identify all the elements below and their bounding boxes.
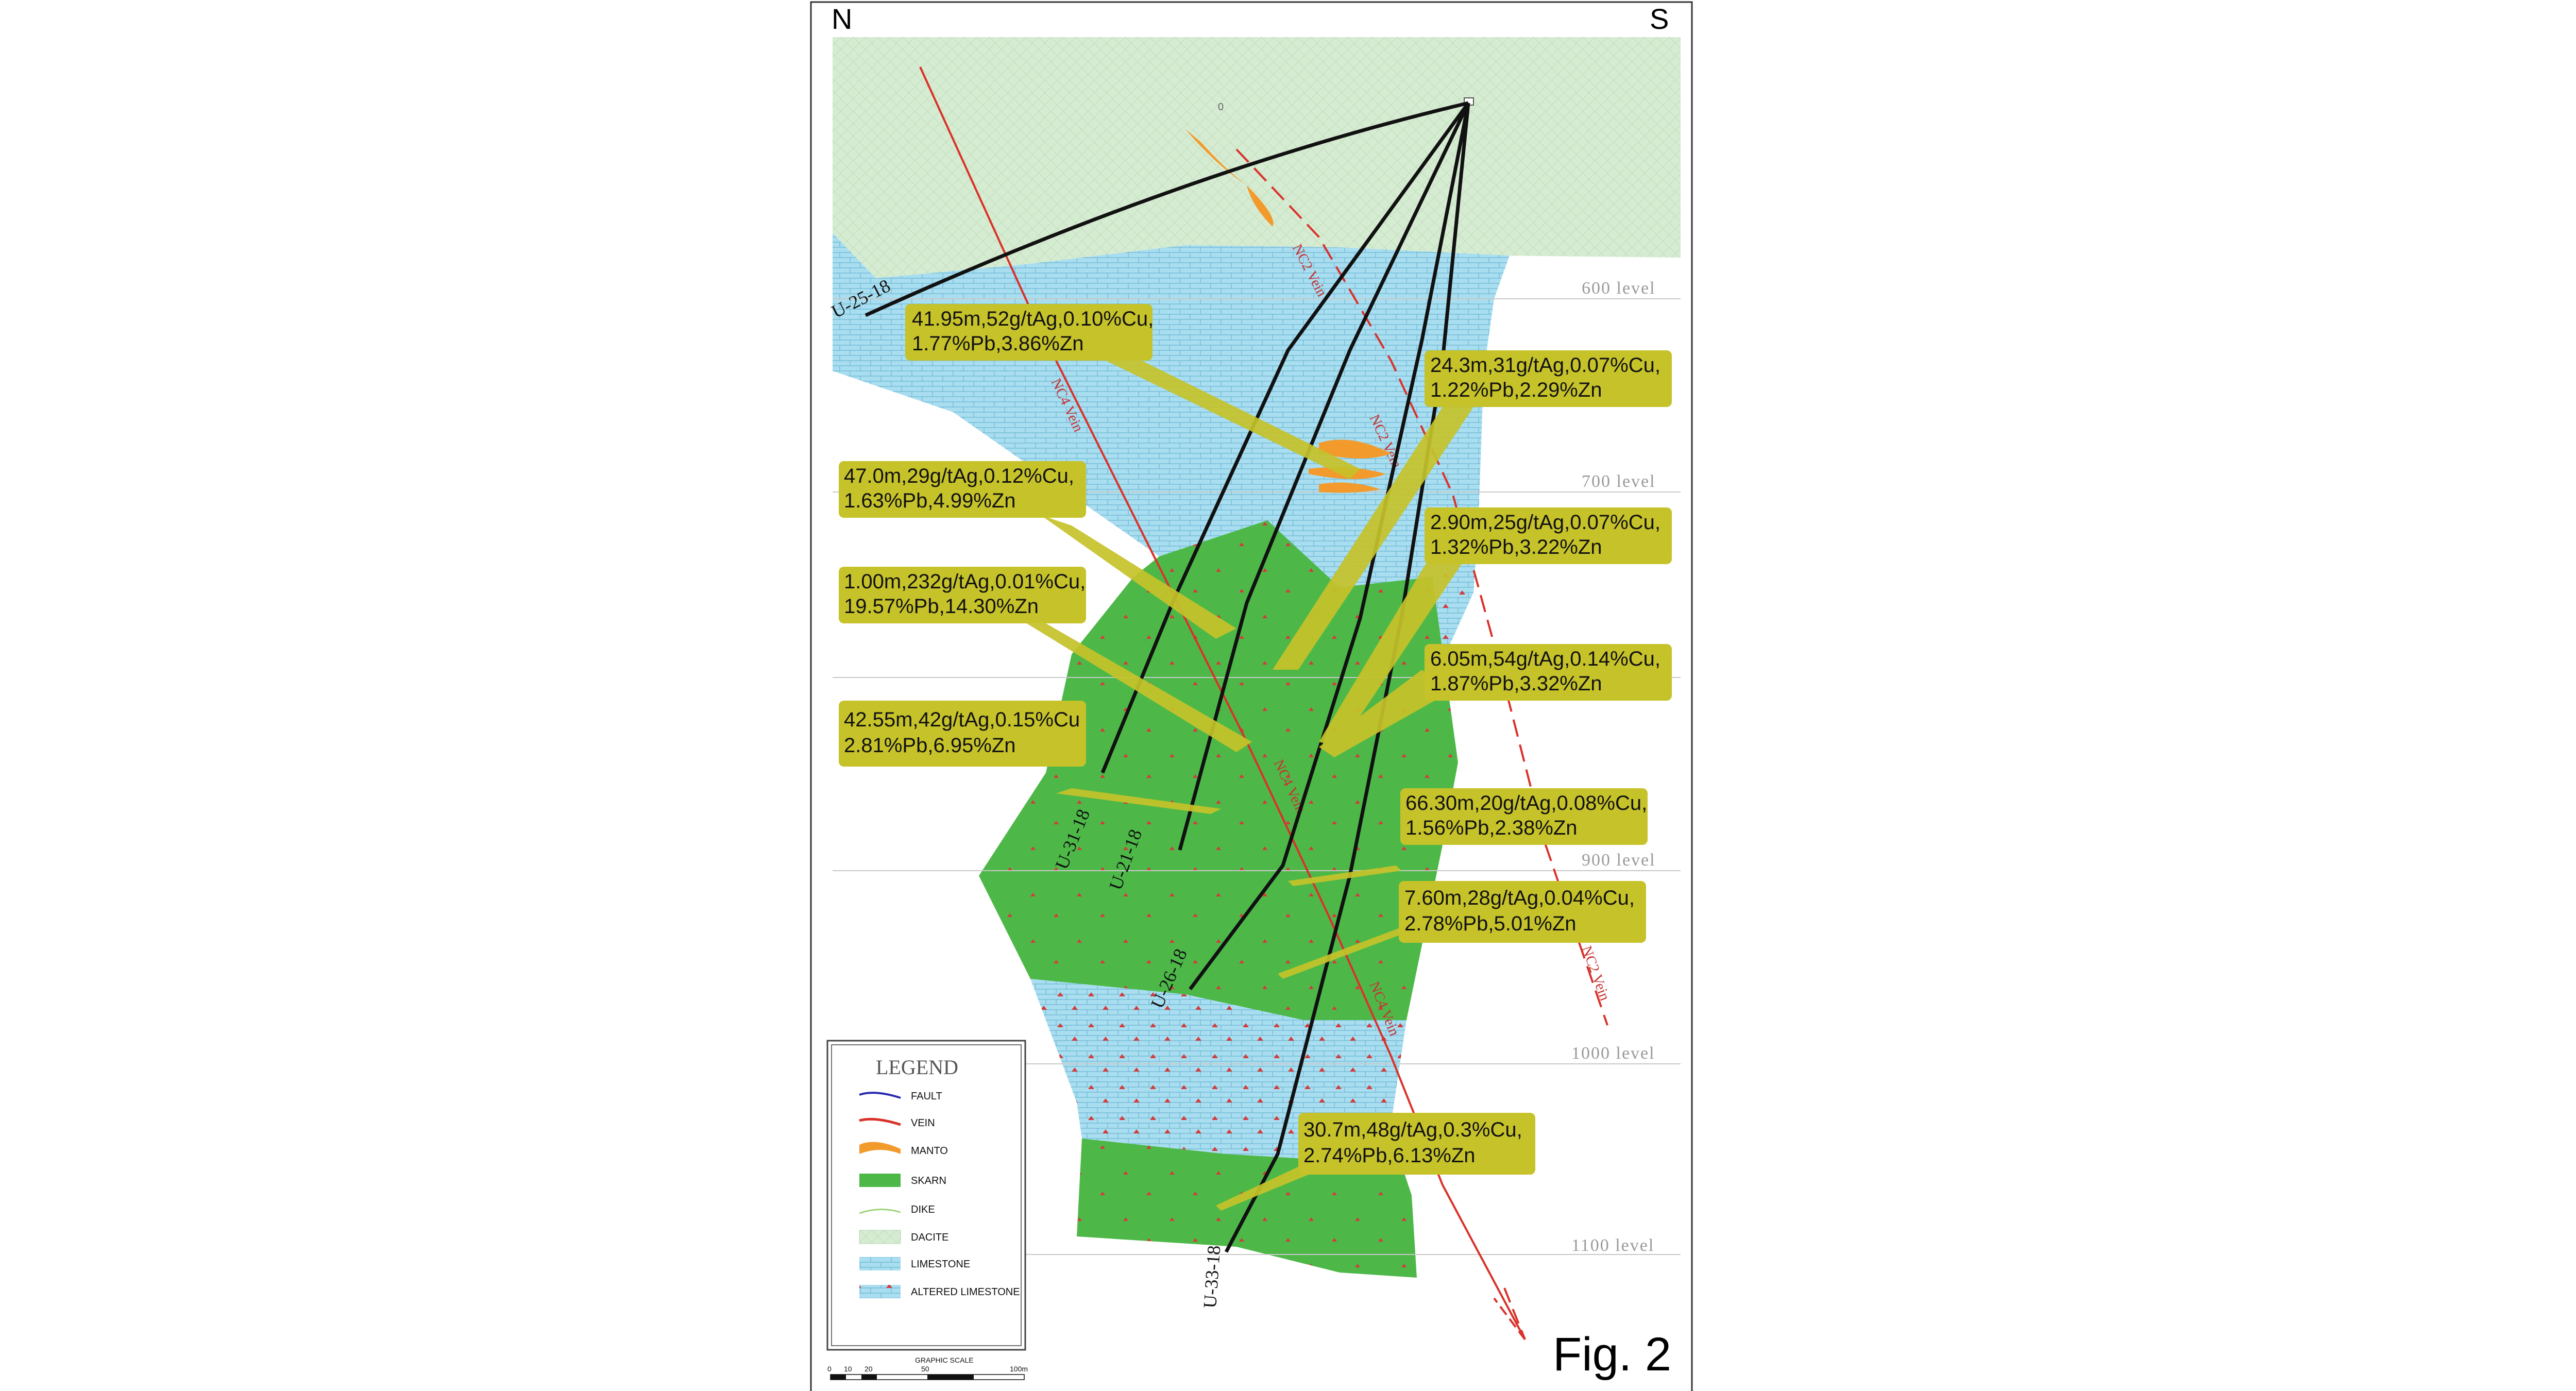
legend-manto-label: MANTO [911,1145,948,1157]
drill-hole-u25 [865,101,1469,317]
svg-text:19.57%Pb,14.30%Zn: 19.57%Pb,14.30%Zn [844,595,1039,618]
dacite-unit [833,37,1681,278]
svg-text:1.56%Pb,2.38%Zn: 1.56%Pb,2.38%Zn [1405,817,1578,839]
legend-limestone-label: LIMESTONE [911,1259,970,1270]
intercept-callout-10: 30.7m,48g/tAg,0.3%Cu, 2.74%Pb,6.13%Zn [1298,1113,1535,1175]
intercept-callout-5: 1.00m,232g/tAg,0.01%Cu, 19.57%Pb,14.30%Z… [839,567,1086,623]
intercept-callout-9: 7.60m,28g/tAg,0.04%Cu, 2.78%Pb,5.01%Zn [1399,881,1646,943]
svg-text:1.22%Pb,2.29%Zn: 1.22%Pb,2.29%Zn [1430,379,1602,401]
svg-text:7.60m,28g/tAg,0.04%Cu,: 7.60m,28g/tAg,0.04%Cu, [1404,887,1635,909]
legend-fault-label: FAULT [911,1091,942,1102]
legend-vein-label: VEIN [911,1117,935,1129]
svg-text:2.78%Pb,5.01%Zn: 2.78%Pb,5.01%Zn [1404,912,1577,935]
svg-text:GRAPHIC SCALE: GRAPHIC SCALE [915,1356,974,1364]
north-label: N [832,3,852,35]
svg-text:41.95m,52g/tAg,0.10%Cu,: 41.95m,52g/tAg,0.10%Cu, [912,308,1154,330]
figure-label: Fig. 2 [1553,1328,1671,1381]
legend-skarn-label: SKARN [911,1175,946,1186]
intercept-callout-8: 66.30m,20g/tAg,0.08%Cu, 1.56%Pb,2.38%Zn [1400,788,1648,845]
legend-dacite-label: DACITE [911,1232,948,1243]
intercept-callout-6: 6.05m,54g/tAg,0.14%Cu, 1.87%Pb,3.32%Zn [1425,644,1672,701]
callout-leaders [1010,357,1473,1211]
legend-dike-label: DIKE [911,1204,935,1215]
intercept-callout-7: 42.55m,42g/tAg,0.15%Cu 2.81%Pb,6.95%Zn [839,701,1086,767]
legend-fault-symbol [859,1092,901,1099]
svg-text:1.32%Pb,3.22%Zn: 1.32%Pb,3.22%Zn [1430,536,1602,558]
intercept-callout-4: 2.90m,25g/tAg,0.07%Cu, 1.32%Pb,3.22%Zn [1425,507,1672,564]
svg-text:20: 20 [865,1365,873,1373]
svg-text:10: 10 [844,1365,852,1373]
drill-hole-u33 [1224,103,1470,1253]
level-label-1000: 1000 level [1571,1044,1655,1063]
level-label-900: 900 level [1582,851,1656,870]
legend-altered-limestone-label: ALTERED LIMESTONE [911,1286,1020,1298]
svg-text:50: 50 [921,1365,929,1373]
drill-hole-u26 [1189,103,1470,991]
svg-text:6.05m,54g/tAg,0.14%Cu,: 6.05m,54g/tAg,0.14%Cu, [1430,648,1660,670]
svg-text:47.0m,29g/tAg,0.12%Cu,: 47.0m,29g/tAg,0.12%Cu, [844,465,1074,487]
legend-limestone-symbol [859,1257,901,1270]
svg-text:30.7m,48g/tAg,0.3%Cu,: 30.7m,48g/tAg,0.3%Cu, [1303,1118,1522,1141]
svg-text:0: 0 [827,1365,832,1373]
svg-text:100m: 100m [1010,1365,1028,1373]
svg-text:2.74%Pb,6.13%Zn: 2.74%Pb,6.13%Zn [1303,1144,1476,1167]
south-label: S [1650,3,1669,35]
legend-title: LEGEND [876,1056,958,1079]
skarn-unit-main [979,520,1458,1020]
legend-vein-symbol [859,1117,901,1126]
svg-text:24.3m,31g/tAg,0.07%Cu,: 24.3m,31g/tAg,0.07%Cu, [1430,354,1660,377]
legend-dacite-symbol [859,1230,901,1244]
svg-text:1.87%Pb,3.32%Zn: 1.87%Pb,3.32%Zn [1430,672,1602,695]
svg-text:2.90m,25g/tAg,0.07%Cu,: 2.90m,25g/tAg,0.07%Cu, [1430,511,1660,534]
level-label-600: 600 level [1582,279,1656,298]
drill-label-u33: U-33-18 [1199,1245,1224,1309]
legend-skarn-symbol [859,1174,901,1187]
drill-holes [865,101,1470,1253]
graphic-scale: GRAPHIC SCALE 0 10 20 50 100m [827,1356,1028,1380]
svg-text:1.00m,232g/tAg,0.01%Cu,: 1.00m,232g/tAg,0.01%Cu, [844,570,1086,593]
legend-dike-symbol [859,1209,901,1214]
legend-manto-symbol [859,1142,901,1154]
top-marker: 0 [1218,101,1224,113]
svg-text:1.63%Pb,4.99%Zn: 1.63%Pb,4.99%Zn [844,489,1016,512]
intercept-callout-2: 24.3m,31g/tAg,0.07%Cu, 1.22%Pb,2.29%Zn [1425,350,1672,407]
intercept-callout-3: 47.0m,29g/tAg,0.12%Cu, 1.63%Pb,4.99%Zn [839,461,1086,518]
svg-text:1.77%Pb,3.86%Zn: 1.77%Pb,3.86%Zn [912,332,1084,355]
legend: LEGEND FAULT VEIN MANTO SKARN DIKE DACIT… [826,1040,1026,1351]
intercept-callout-1: 41.95m,52g/tAg,0.10%Cu, 1.77%Pb,3.86%Zn [905,304,1154,361]
svg-text:2.81%Pb,6.95%Zn: 2.81%Pb,6.95%Zn [844,734,1016,757]
manto-bodies [1185,129,1391,493]
svg-text:66.30m,20g/tAg,0.08%Cu,: 66.30m,20g/tAg,0.08%Cu, [1405,792,1647,815]
level-label-1100: 1100 level [1571,1236,1654,1255]
level-label-700: 700 level [1582,472,1656,491]
svg-text:42.55m,42g/tAg,0.15%Cu: 42.55m,42g/tAg,0.15%Cu [844,708,1080,731]
legend-altered-limestone-symbol [859,1285,901,1298]
